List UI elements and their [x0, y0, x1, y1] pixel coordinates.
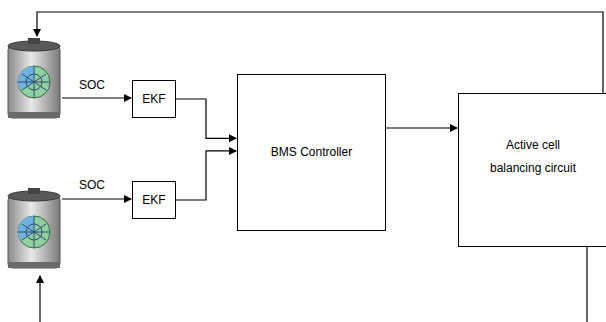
- signal-arrow: [386, 127, 457, 128]
- controller-box: BMS Controller: [237, 74, 386, 231]
- balancing-box: Active cell balancing circuit: [458, 93, 606, 247]
- node-text: EKF: [142, 192, 165, 208]
- filter-box: EKF: [132, 181, 176, 219]
- node-text: BMS Controller: [271, 144, 352, 160]
- node-text: EKF: [142, 91, 165, 107]
- signal-label: SOC: [78, 78, 106, 92]
- filter-box: EKF: [132, 80, 176, 118]
- node-text: Active cell balancing circuit: [483, 134, 583, 180]
- signal-label: SOC: [78, 178, 106, 192]
- signal-arrow: [176, 151, 236, 200]
- signal-arrow: [176, 99, 236, 138]
